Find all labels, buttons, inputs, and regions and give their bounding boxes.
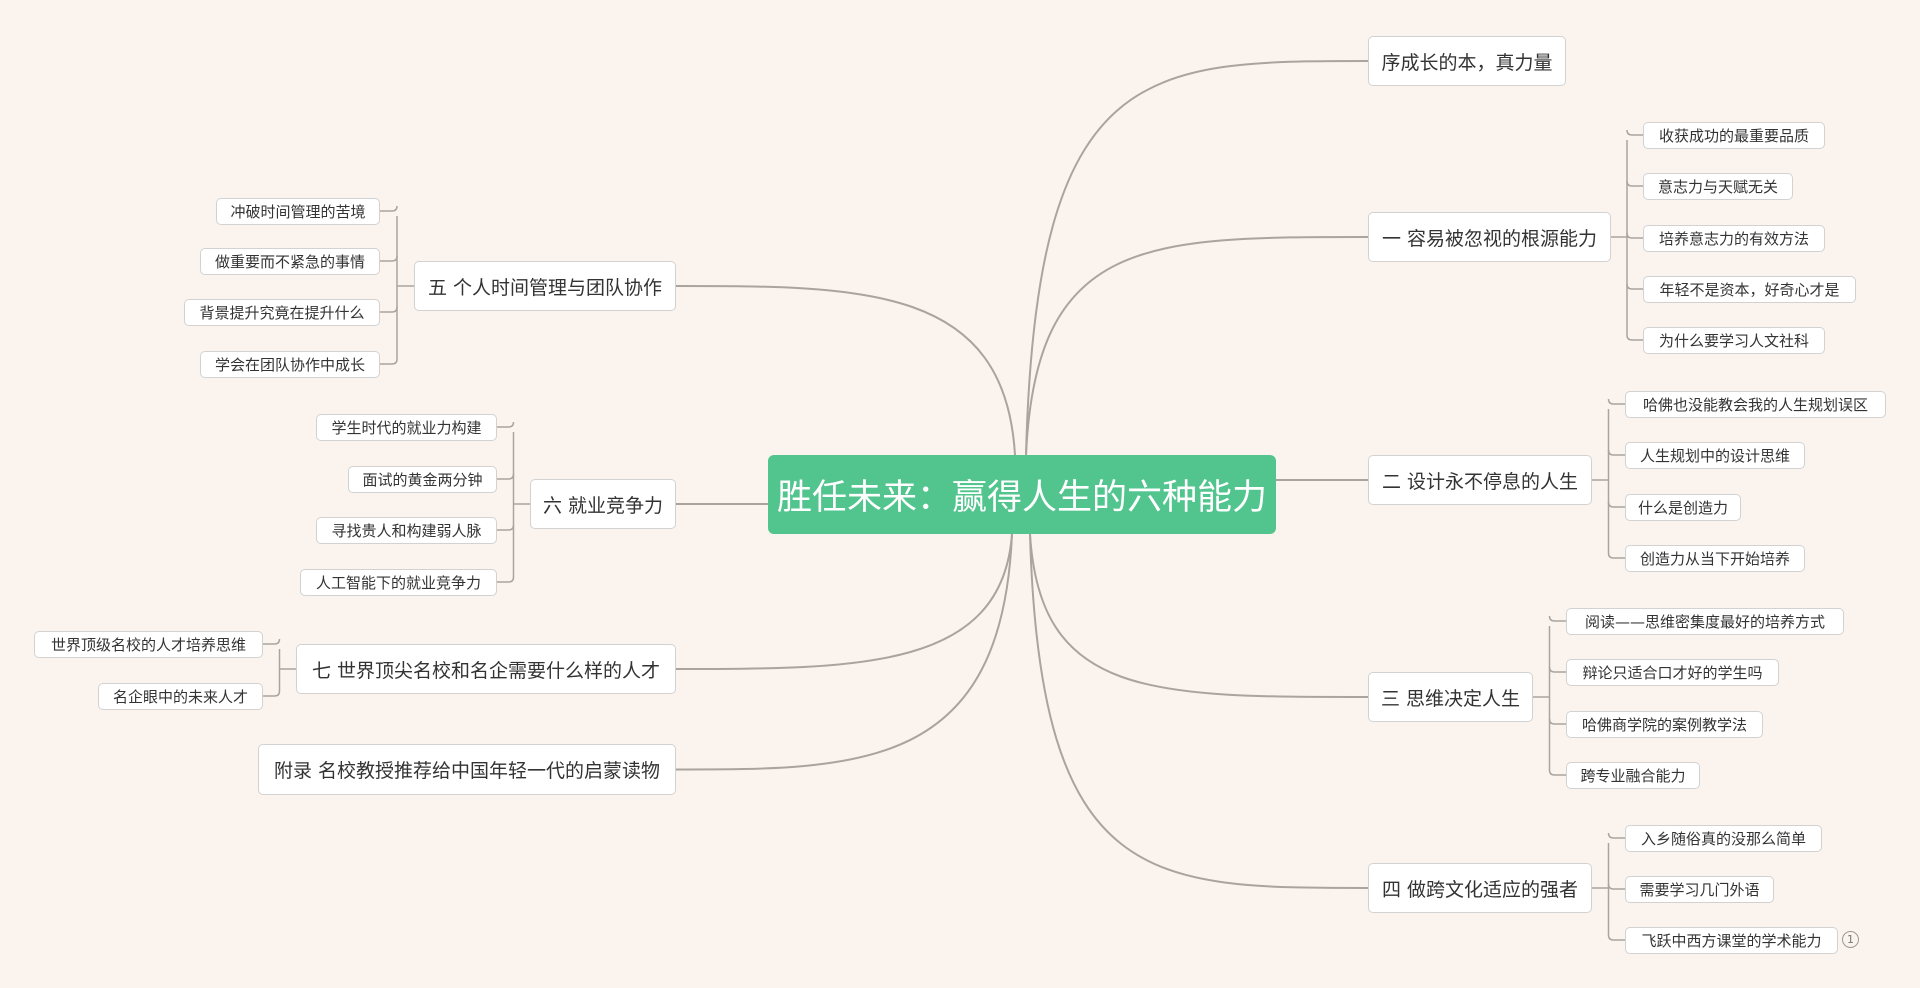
bracket-line [1607, 398, 1625, 405]
subtopic[interactable]: 意志力与天赋无关 [1643, 172, 1793, 200]
subtopic[interactable]: 年轻不是资本，好奇心才是 [1643, 275, 1856, 303]
branch-line [675, 533, 1013, 670]
subtopic[interactable]: 创造力从当下开始培养 [1625, 544, 1805, 572]
subtopic[interactable]: 哈佛商学院的案例教学法 [1566, 710, 1763, 738]
bracket-line [1607, 449, 1625, 456]
subtopic[interactable]: 阅读——思维密集度最好的培养方式 [1566, 607, 1844, 635]
bracket-line [1607, 883, 1625, 890]
bracket-line [1626, 232, 1643, 239]
branch-topic[interactable]: 二 设计永不停息的人生 [1368, 455, 1592, 505]
subtopic[interactable]: 学会在团队协作中成长 [200, 350, 380, 378]
branch-topic[interactable]: 三 思维决定人生 [1368, 672, 1533, 722]
bracket-line [1626, 129, 1643, 136]
subtopic[interactable]: 学生时代的就业力构建 [316, 413, 497, 441]
subtopic[interactable]: 辩论只适合口才好的学生吗 [1566, 658, 1779, 686]
bracket-line [497, 576, 515, 583]
subtopic[interactable]: 为什么要学习人文社科 [1643, 326, 1825, 354]
bracket-line [1607, 552, 1625, 559]
bracket-line [1548, 769, 1566, 776]
branch-line [1029, 533, 1369, 698]
branch-topic[interactable]: 一 容易被忽视的根源能力 [1368, 212, 1611, 262]
bracket-line [497, 421, 515, 428]
bracket-line [1607, 832, 1625, 839]
bracket-line [497, 473, 515, 480]
subtopic[interactable]: 做重要而不紧急的事情 [200, 247, 380, 275]
bracket-line [380, 358, 398, 365]
bracket-line [263, 638, 281, 645]
bracket-line [1607, 501, 1625, 508]
bracket-line [1548, 615, 1566, 622]
subtopic[interactable]: 需要学习几门外语 [1625, 875, 1774, 903]
branch-line [675, 285, 1016, 456]
subtopic[interactable]: 入乡随俗真的没那么简单 [1625, 824, 1822, 852]
subtopic[interactable]: 跨专业融合能力 [1566, 761, 1700, 789]
bracket-line [1626, 180, 1643, 187]
subtopic[interactable]: 人工智能下的就业竞争力 [300, 568, 497, 596]
subtopic[interactable]: 背景提升究竟在提升什么 [184, 298, 380, 326]
bracket-line [380, 306, 398, 313]
branch-topic[interactable]: 四 做跨文化适应的强者 [1368, 863, 1592, 913]
bracket-line [380, 205, 398, 212]
branch-topic[interactable]: 序成长的本，真力量 [1368, 36, 1566, 86]
note-count-badge[interactable]: 1 [1842, 931, 1859, 948]
branch-topic[interactable]: 七 世界顶尖名校和名企需要什么样的人才 [296, 644, 676, 694]
branch-line [1029, 533, 1369, 889]
bracket-line [263, 690, 281, 697]
subtopic[interactable]: 面试的黄金两分钟 [348, 465, 497, 493]
bracket-line [1626, 283, 1643, 290]
bracket-line [1626, 334, 1643, 341]
branch-line [1025, 60, 1369, 456]
branch-topic[interactable]: 五 个人时间管理与团队协作 [414, 261, 676, 311]
subtopic[interactable]: 世界顶级名校的人才培养思维 [34, 630, 263, 658]
bracket-line [497, 524, 515, 531]
bracket-line [1607, 934, 1625, 941]
subtopic[interactable]: 寻找贵人和构建弱人脉 [316, 516, 497, 544]
bracket-line [1548, 666, 1566, 673]
subtopic[interactable]: 培养意志力的有效方法 [1643, 224, 1825, 252]
branch-line [1025, 236, 1369, 456]
subtopic[interactable]: 飞跃中西方课堂的学术能力 [1625, 926, 1838, 954]
branch-line [675, 533, 1013, 771]
subtopic[interactable]: 哈佛也没能教会我的人生规划误区 [1625, 390, 1886, 418]
subtopic[interactable]: 人生规划中的设计思维 [1625, 441, 1805, 469]
root-topic[interactable]: 胜任未来：赢得人生的六种能力 [768, 455, 1276, 534]
branch-topic[interactable]: 附录 名校教授推荐给中国年轻一代的启蒙读物 [258, 744, 676, 795]
bracket-line [1548, 718, 1566, 725]
branch-topic[interactable]: 六 就业竞争力 [530, 479, 676, 529]
subtopic[interactable]: 冲破时间管理的苦境 [216, 197, 380, 225]
bracket-line [380, 255, 398, 262]
subtopic[interactable]: 什么是创造力 [1625, 493, 1741, 521]
subtopic[interactable]: 收获成功的最重要品质 [1643, 121, 1825, 149]
subtopic[interactable]: 名企眼中的未来人才 [98, 682, 263, 710]
